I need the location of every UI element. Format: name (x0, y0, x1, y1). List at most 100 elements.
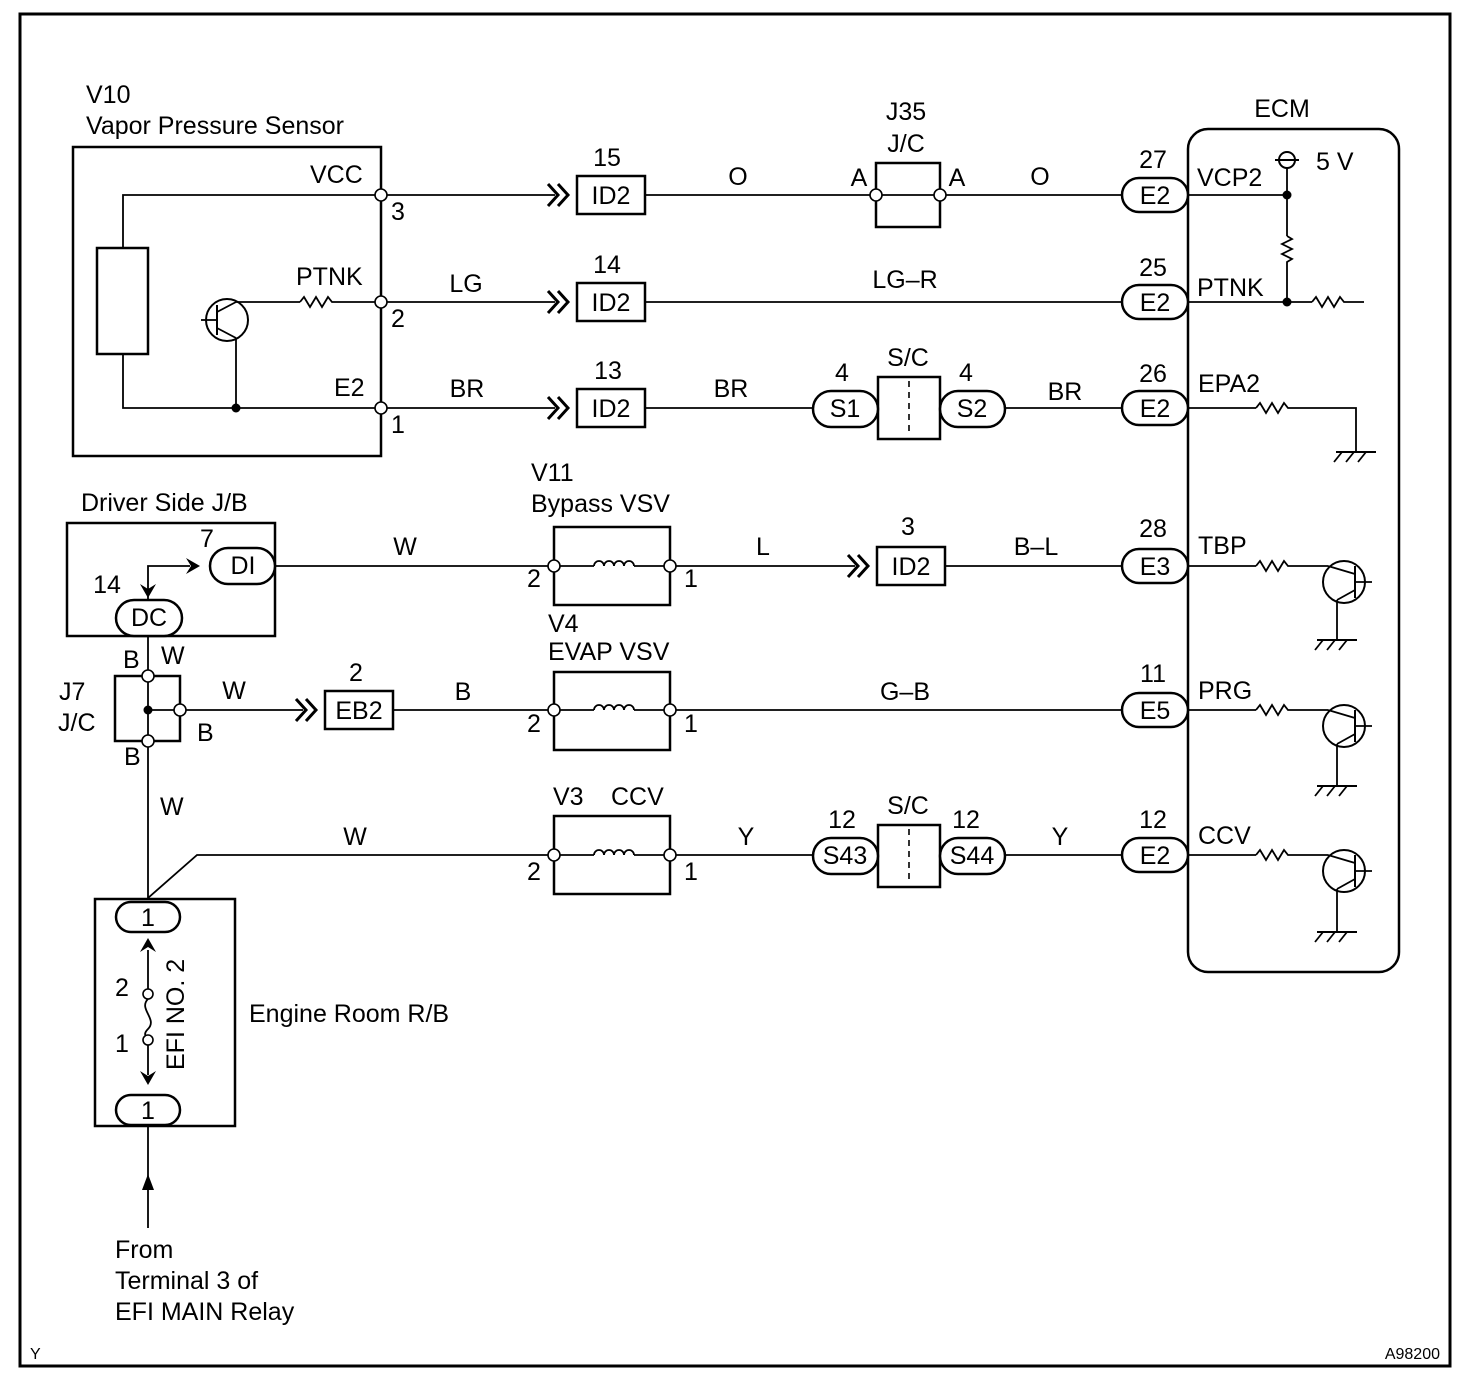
engine-room-rb-name: Engine Room R/B (249, 1000, 449, 1028)
wire-row-vcc: ID2 15 O J35 J/C A A O (387, 98, 1122, 229)
eb2-connector (323, 689, 395, 731)
svg-text:E2: E2 (1140, 289, 1171, 317)
svg-text:14: 14 (593, 251, 621, 279)
arrow-up-icon (140, 938, 156, 952)
svg-text:A: A (851, 164, 868, 192)
engine-room-rb: 1 2 1 EFI NO. 2 1 Engine Room R/B From T… (93, 897, 449, 1326)
engine-room-rb-box (93, 897, 237, 1128)
svg-text:B: B (124, 743, 141, 771)
svg-text:TBP: TBP (1198, 532, 1247, 560)
j35-code: J35 (886, 98, 926, 126)
connector-arrow-icon (546, 395, 571, 421)
ecm-box (1186, 127, 1401, 974)
diagram-frame (18, 12, 1452, 1368)
svg-text:W: W (222, 677, 246, 705)
svg-text:S2: S2 (957, 395, 988, 423)
driver-jb-name: Driver Side J/B (81, 489, 248, 517)
svg-text:G–B: G–B (880, 678, 930, 706)
svg-text:B–L: B–L (1014, 533, 1059, 561)
resistor-icon (1279, 235, 1295, 302)
svg-text:ID2: ID2 (592, 395, 631, 423)
ground-icon (1314, 785, 1357, 797)
svg-text:12: 12 (828, 806, 856, 834)
svg-text:E5: E5 (1140, 697, 1171, 725)
sensor-element (95, 246, 150, 356)
sensor-pin-num-3: 3 (391, 198, 405, 226)
connector-arrow-icon (846, 553, 871, 579)
svg-text:2: 2 (527, 565, 541, 593)
wire-row-prg: W EB2 2 B V4 EVAP VSV 2 1 G–B (186, 610, 1122, 752)
from-line-2: Terminal 3 of (115, 1267, 258, 1295)
svg-text:E2: E2 (1140, 182, 1171, 210)
svg-text:4: 4 (835, 359, 849, 387)
from-line-1: From (115, 1236, 173, 1264)
svg-text:28: 28 (1139, 515, 1167, 543)
svg-text:PRG: PRG (1198, 677, 1252, 705)
arrow-right-icon (186, 558, 200, 574)
arrow-down-icon (140, 584, 156, 598)
resistor-icon (299, 295, 381, 309)
figure-code: A98200 (1385, 1346, 1440, 1363)
svg-text:13: 13 (594, 357, 622, 385)
ground-icon (1314, 639, 1357, 651)
sc1-name: S/C (887, 344, 929, 372)
connector-arrow-icon (546, 182, 571, 208)
svg-text:Y: Y (738, 823, 755, 851)
svg-text:ID2: ID2 (892, 553, 931, 581)
wire-row-tbp: W V11 Bypass VSV 2 1 L ID2 3 B–L (275, 459, 1122, 607)
svg-text:ID2: ID2 (592, 289, 631, 317)
svg-text:25: 25 (1139, 254, 1167, 282)
svg-text:CCV: CCV (1198, 822, 1251, 850)
coil-icon (593, 704, 635, 711)
svg-text:VCP2: VCP2 (1197, 164, 1262, 192)
resistor-icon (1255, 703, 1328, 717)
rb-bottom-connector (114, 1093, 182, 1127)
j7-name: J/C (58, 709, 96, 737)
svg-text:S43: S43 (823, 842, 867, 870)
sensor-pin-vcc: VCC (310, 161, 363, 189)
svg-text:LG–R: LG–R (872, 266, 937, 294)
svg-text:14: 14 (93, 571, 121, 599)
svg-text:1: 1 (684, 710, 698, 738)
svg-text:2: 2 (527, 710, 541, 738)
svg-text:B: B (197, 719, 214, 747)
svg-text:S44: S44 (950, 842, 995, 870)
resistor-icon (1255, 848, 1328, 862)
svg-text:12: 12 (1139, 806, 1167, 834)
sensor-pin-num-1: 1 (391, 411, 405, 439)
resistor-icon (1255, 559, 1328, 573)
wire-row-ccv: W V3 CCV 2 1 Y S/C S43 12 S44 12 Y (147, 783, 1122, 899)
connector-arrow-icon (546, 289, 571, 315)
svg-text:E2: E2 (1140, 395, 1171, 423)
coil-icon (593, 560, 635, 567)
wire-row-e2: BR ID2 13 BR S/C S1 4 S2 4 BR (387, 344, 1122, 441)
svg-text:4: 4 (959, 359, 973, 387)
evap-vsv-box (552, 670, 672, 752)
j35-name: J/C (887, 130, 925, 158)
driver-side-jb: Driver Side J/B DI 7 DC 14 (65, 489, 277, 638)
ecm-voltage: 5 V (1316, 148, 1354, 176)
svg-text:DI: DI (231, 552, 256, 580)
sensor-pin-e2: E2 (334, 374, 365, 402)
wire-color-o-right: O (1030, 163, 1049, 191)
svg-text:11: 11 (1140, 660, 1166, 688)
ccv-vsv-name: CCV (611, 783, 664, 811)
svg-text:1: 1 (684, 565, 698, 593)
svg-text:1: 1 (141, 1097, 155, 1125)
from-line-3: EFI MAIN Relay (115, 1298, 295, 1326)
sc1-left-connector (811, 389, 880, 429)
fuse-name: EFI NO. 2 (162, 959, 190, 1070)
ecm-title: ECM (1254, 95, 1310, 123)
svg-text:1: 1 (141, 904, 155, 932)
svg-text:ID2: ID2 (592, 182, 631, 210)
svg-text:PTNK: PTNK (1197, 274, 1264, 302)
svg-text:L: L (756, 533, 770, 561)
svg-text:26: 26 (1139, 360, 1167, 388)
svg-text:E3: E3 (1140, 553, 1171, 581)
sensor-name: Vapor Pressure Sensor (86, 112, 344, 140)
svg-text:Y: Y (1052, 823, 1069, 851)
svg-text:W: W (161, 642, 185, 670)
sc1-right-connector (938, 389, 1007, 429)
resistor-icon (1255, 401, 1357, 452)
